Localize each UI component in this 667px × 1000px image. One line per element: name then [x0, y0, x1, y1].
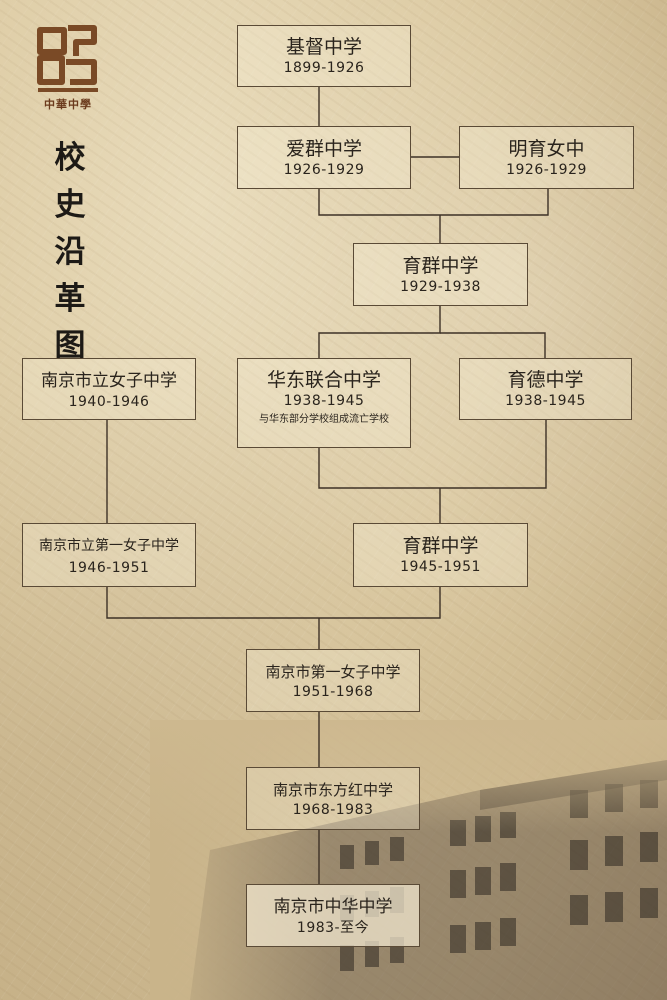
node-years: 1929-1938 — [400, 279, 481, 295]
logo-caption: 中華中學 — [44, 98, 92, 111]
node-years: 1968-1983 — [292, 802, 374, 818]
node-name: 南京市立第一女子中学 — [39, 538, 179, 554]
node-name: 基督中学 — [285, 36, 362, 58]
node-mingyu: 明育女中 1926-1929 — [459, 126, 634, 189]
node-years: 1951-1968 — [292, 684, 374, 700]
node-name: 南京市立女子中学 — [41, 371, 177, 391]
node-first-girls-municipal: 南京市立第一女子中学 1946-1951 — [22, 523, 196, 587]
node-name: 爱群中学 — [285, 138, 362, 160]
node-yuqun-1929: 育群中学 1929-1938 — [353, 243, 528, 306]
node-jidu: 基督中学 1899-1926 — [237, 25, 411, 87]
node-years: 1946-1951 — [68, 560, 150, 576]
node-huadong: 华东联合中学 1938-1945 与华东部分学校组成流亡学校 — [237, 358, 411, 448]
node-name: 南京市东方红中学 — [272, 781, 393, 799]
node-name: 南京市第一女子中学 — [265, 663, 401, 681]
node-years: 1938-1945 — [505, 393, 586, 409]
node-yuqun-1945: 育群中学 1945-1951 — [353, 523, 528, 587]
title-char: 校 — [54, 140, 86, 176]
title-char: 沿 — [54, 234, 86, 270]
node-yude: 育德中学 1938-1945 — [459, 358, 632, 420]
node-years: 1938-1945 — [283, 393, 365, 409]
node-years: 1983-至今 — [296, 920, 370, 936]
node-nanjing-first-girls: 南京市第一女子中学 1951-1968 — [246, 649, 420, 712]
school-logo — [37, 25, 98, 92]
node-nanjing-girls: 南京市立女子中学 1940-1946 — [22, 358, 196, 420]
node-name: 育群中学 — [402, 255, 479, 277]
node-years: 1926-1929 — [283, 162, 365, 178]
node-name: 华东联合中学 — [266, 369, 381, 391]
title-char: 革 — [54, 281, 86, 317]
node-name: 南京市中华中学 — [273, 897, 393, 917]
node-years: 1899-1926 — [283, 60, 365, 76]
node-aiqun: 爱群中学 1926-1929 — [237, 126, 411, 189]
node-note: 与华东部分学校组成流亡学校 — [259, 414, 389, 425]
node-name: 育德中学 — [507, 369, 584, 391]
node-name: 育群中学 — [402, 535, 479, 557]
node-zhonghua: 南京市中华中学 1983-至今 — [246, 884, 420, 947]
title-char: 史 — [54, 187, 86, 223]
node-years: 1926-1929 — [506, 162, 587, 178]
node-dongfanghong: 南京市东方红中学 1968-1983 — [246, 767, 420, 830]
node-years: 1945-1951 — [400, 559, 481, 575]
node-years: 1940-1946 — [68, 394, 150, 410]
node-name: 明育女中 — [508, 138, 585, 160]
